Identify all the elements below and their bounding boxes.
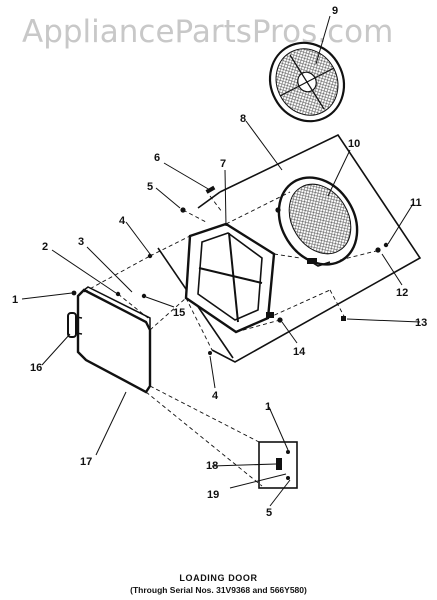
callout-13: 13 (415, 317, 427, 329)
inner-door-frame-part (184, 222, 276, 334)
door-glass-part (277, 176, 359, 267)
callout-2: 2 (42, 241, 48, 253)
diagram-caption-title: LOADING DOOR (179, 573, 258, 583)
callout-5-top: 5 (147, 181, 153, 193)
callout-17: 17 (80, 456, 92, 468)
callout-5-bottom: 5 (266, 507, 272, 519)
callout-4-bottom: 4 (212, 390, 219, 402)
diagram-caption-subtitle: (Through Serial Nos. 31V9368 and 566Y580… (130, 585, 307, 595)
callout-15: 15 (173, 307, 185, 319)
callout-7: 7 (220, 158, 226, 170)
callout-labels: 9 8 10 6 7 5 4 3 2 1 15 16 17 11 12 13 1… (12, 5, 427, 519)
callout-18: 18 (206, 460, 218, 472)
callout-3: 3 (78, 236, 84, 248)
latch-plate-part (258, 441, 298, 489)
callout-9: 9 (332, 5, 338, 17)
leader-lines (21, 15, 421, 507)
callout-10: 10 (348, 138, 360, 150)
outer-door-panel-part (76, 286, 152, 394)
watermark: AppliancePartsPros.com (22, 14, 394, 50)
callout-4-top: 4 (119, 215, 126, 227)
callout-1-bottom: 1 (265, 401, 271, 413)
callout-6: 6 (154, 152, 160, 164)
callout-8: 8 (240, 113, 246, 125)
callout-11: 11 (410, 197, 422, 209)
door-handle-part (67, 312, 83, 338)
callout-12: 12 (396, 287, 408, 299)
callout-14: 14 (293, 346, 306, 358)
callout-19: 19 (207, 489, 219, 501)
assembly-dashed-lines (83, 191, 381, 487)
callout-16: 16 (30, 362, 42, 374)
callout-1-top: 1 (12, 294, 18, 306)
outer-trim-ring-part (268, 41, 346, 123)
